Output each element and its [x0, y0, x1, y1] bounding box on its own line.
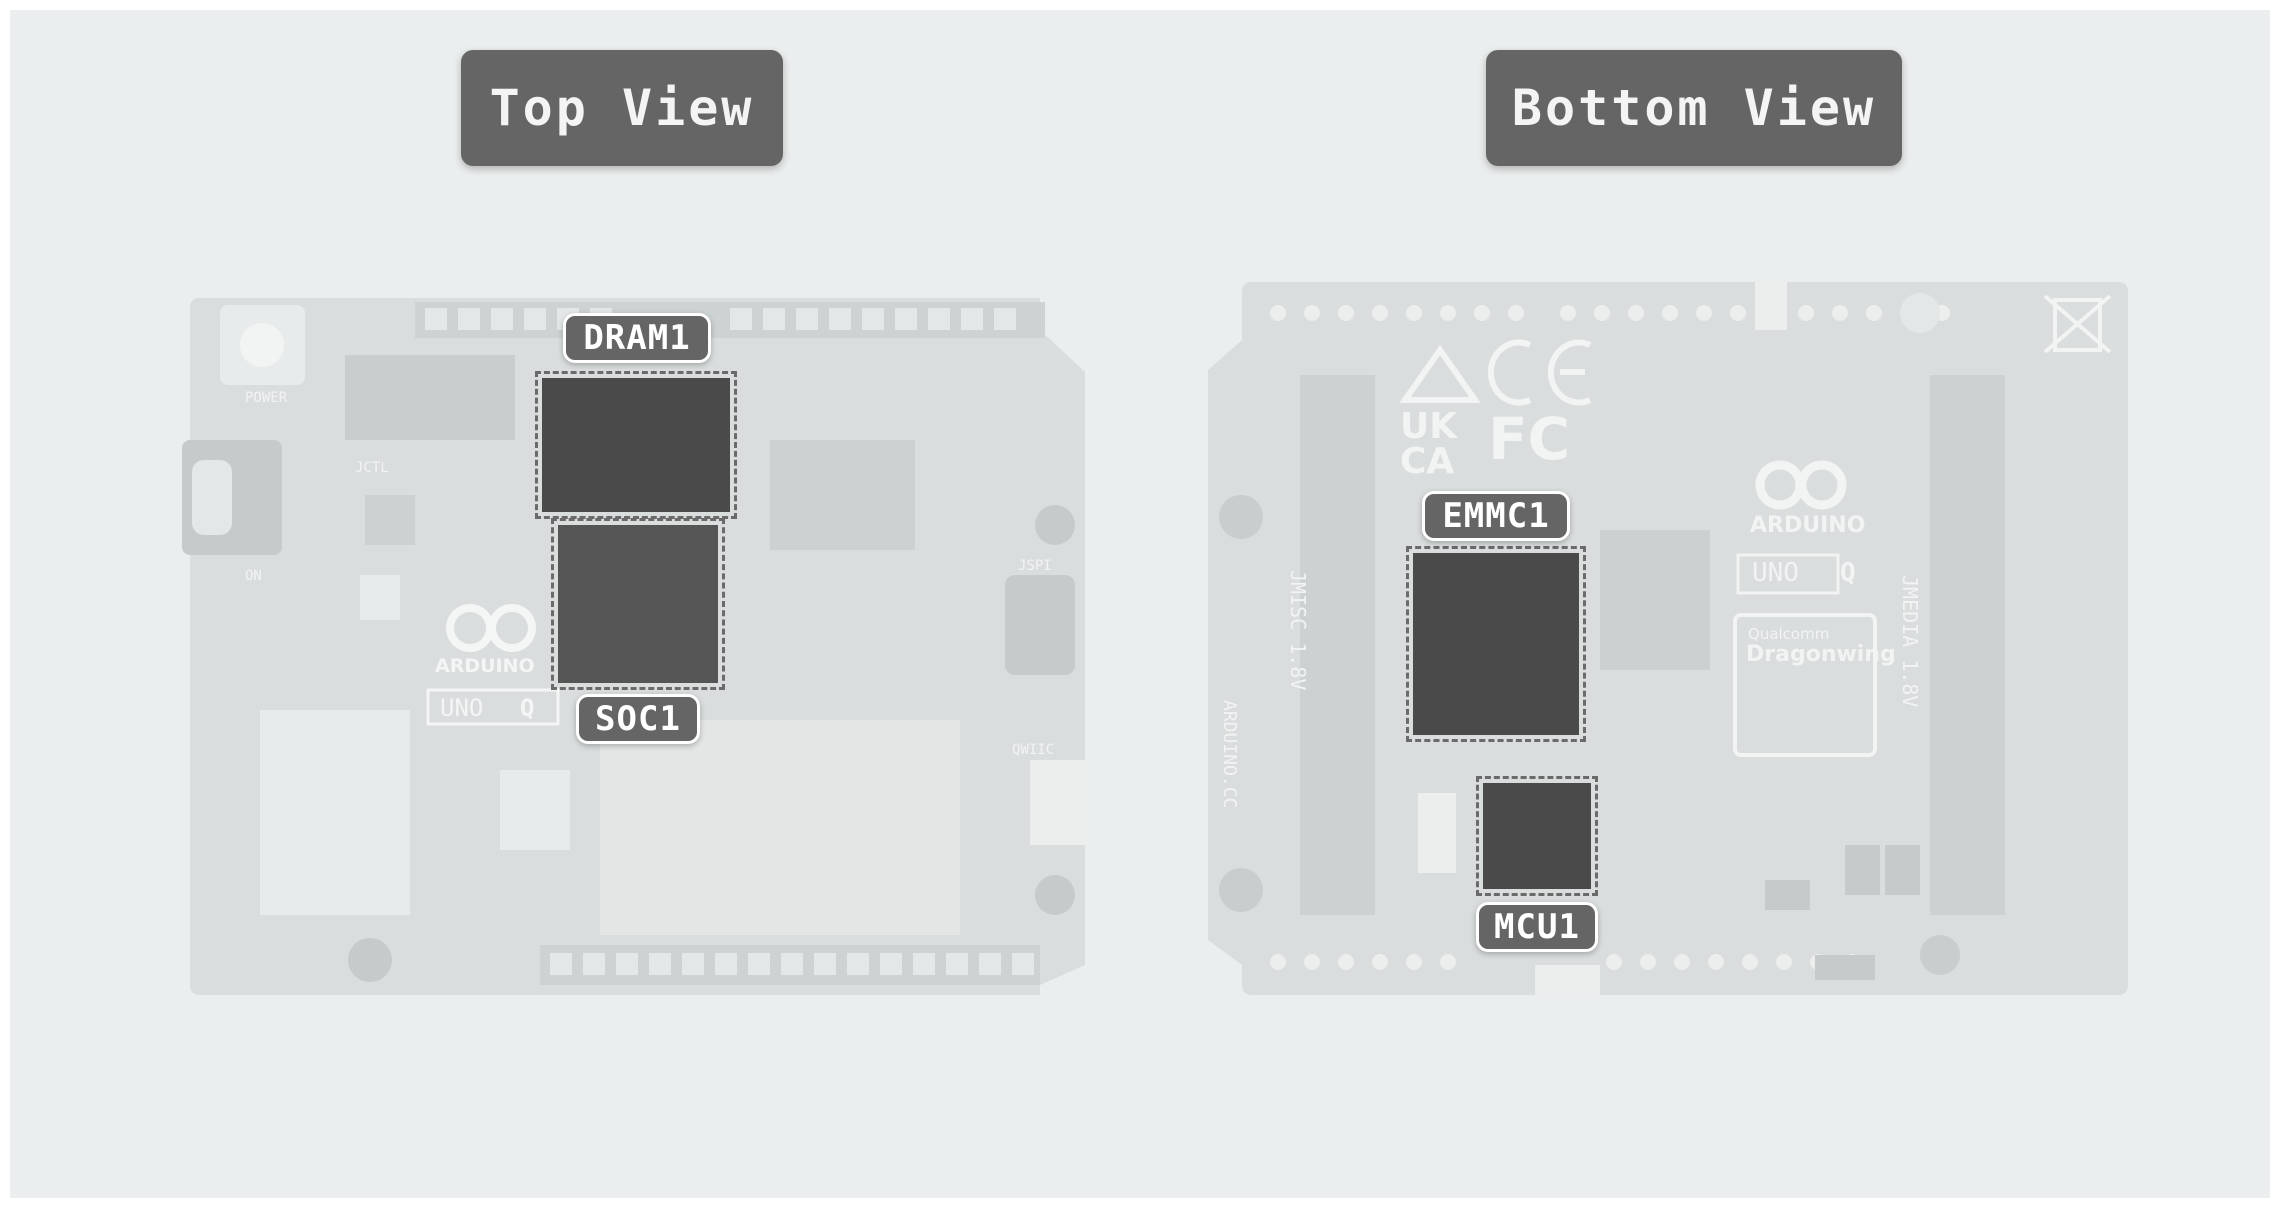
- on-label: ON: [245, 568, 262, 584]
- mcu-label: MCU1: [1476, 902, 1598, 952]
- qualcomm-label: Qualcomm: [1748, 625, 1830, 643]
- mcu-chip[interactable]: [1476, 776, 1598, 896]
- qwiic-label: QWIIC: [1012, 742, 1055, 758]
- arduino-logo-text-top: ARDUINO: [435, 655, 535, 677]
- emmc-chip[interactable]: [1406, 546, 1586, 742]
- arduino-logo-text-bottom: ARDUINO: [1750, 513, 1866, 538]
- jctl-label: JCTL: [355, 460, 389, 476]
- jspi-label: JSPI: [1018, 558, 1052, 574]
- uno-label-bottom: UNO: [1752, 558, 1799, 588]
- jmedia-label: JMEDIA 1.8V: [1898, 575, 1922, 708]
- ukca-ca-label: CA: [1400, 441, 1455, 482]
- uno-label-top: UNO: [440, 694, 484, 722]
- soc-label: SOC1: [576, 694, 700, 744]
- q-label-bottom: Q: [1840, 558, 1856, 588]
- dragonwing-label: Dragonwing: [1746, 642, 1896, 667]
- dram-chip[interactable]: [535, 371, 737, 519]
- fcc-label: FC: [1488, 405, 1571, 473]
- ukca-uk-label: UK: [1400, 406, 1458, 447]
- power-label: POWER: [245, 390, 288, 406]
- arduino-cc-label: ARDUINO.CC: [1219, 700, 1240, 809]
- bottom-view-title: Bottom View: [1486, 50, 1902, 166]
- emmc-label: EMMC1: [1422, 491, 1570, 541]
- dram-label: DRAM1: [563, 313, 711, 363]
- jmisc-label: JMISC 1.8V: [1286, 570, 1310, 691]
- top-view-title: Top View: [461, 50, 783, 166]
- bottom-view-board: [1208, 282, 2128, 995]
- q-label-top: Q: [520, 694, 535, 722]
- soc-chip[interactable]: [551, 518, 725, 690]
